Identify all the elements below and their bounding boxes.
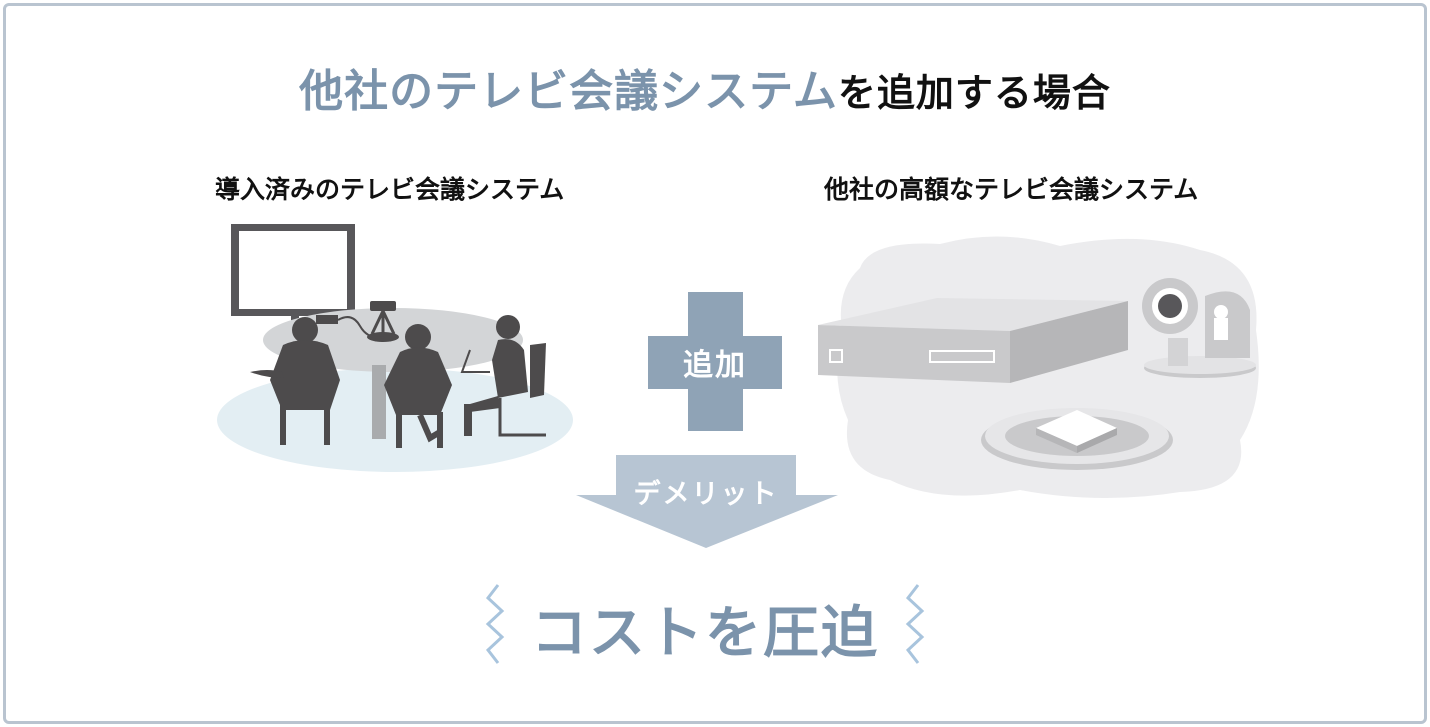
ptz-camera-icon [1142,278,1256,378]
demerit-label: デメリット [633,479,779,510]
demerit-arrow [576,455,838,548]
other-system-label: 他社の高額なテレビ会議システム [824,175,1199,204]
existing-system-label: 導入済みのテレビ会議システム [215,175,565,204]
meeting-room-illustration [217,224,573,472]
person-silhouette-3 [460,315,546,437]
codec-box [818,298,1128,383]
plus-label: 追加 [683,348,747,383]
person-silhouette-1 [250,317,340,445]
result-text: コストを圧迫 [531,601,879,666]
person-silhouette-2 [384,324,452,448]
plus-sign [648,292,782,431]
squiggle-right-icon [905,584,925,664]
conference-mic-icon [981,408,1173,470]
expensive-system-illustration [818,236,1259,499]
squiggle-left-icon [485,584,505,664]
monitor-icon [231,224,355,328]
diagram-title: 他社のテレビ会議システムを追加する場合 [0,55,1410,119]
title-highlight: 他社のテレビ会議システム [299,66,838,117]
title-rest: を追加する場合 [837,71,1111,115]
